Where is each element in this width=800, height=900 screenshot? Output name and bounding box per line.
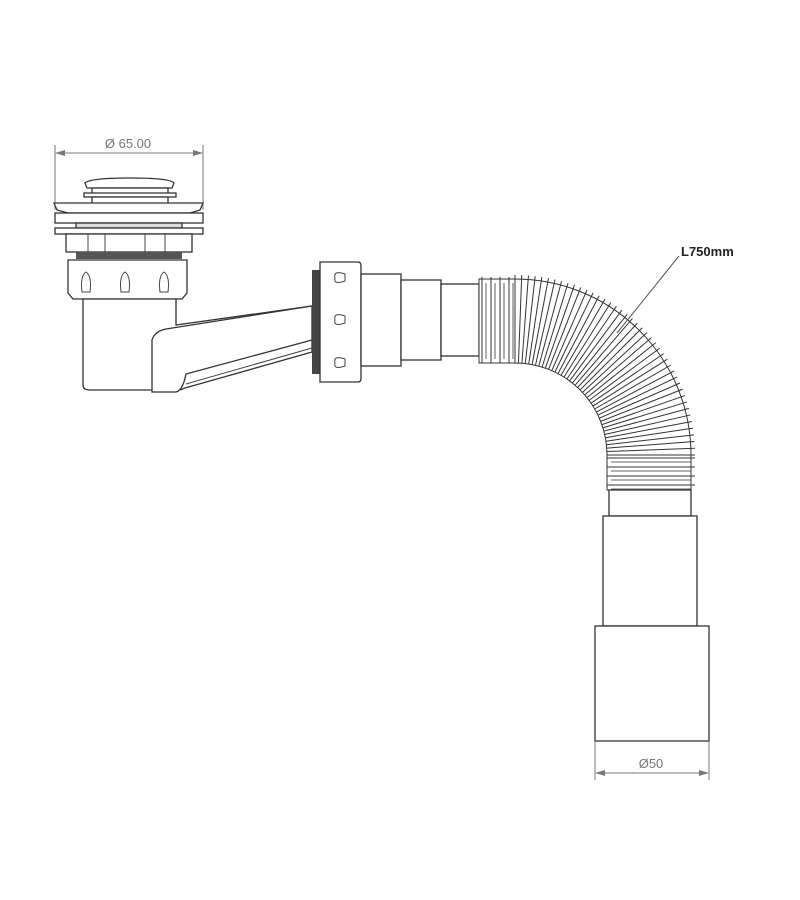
- hose-rib: [569, 309, 623, 382]
- hose-rib: [582, 332, 648, 393]
- hose-rib: [563, 302, 612, 378]
- hose-length-callout: L750mm: [616, 244, 734, 334]
- hose-rib: [557, 295, 600, 374]
- dimension-top-label: Ø 65.00: [105, 136, 151, 151]
- hose-rib: [574, 318, 633, 386]
- hose-rib: [594, 364, 672, 410]
- trap-body: [82, 261, 480, 393]
- hose-rib: [579, 327, 643, 391]
- hose-rib: [592, 358, 668, 407]
- hose-rib: [521, 275, 529, 364]
- hose-rib: [551, 289, 588, 371]
- hose-rib: [605, 427, 694, 442]
- hose-rib: [599, 382, 681, 419]
- hose-rib: [600, 388, 683, 422]
- hose-rib: [571, 313, 628, 384]
- hose-rib: [603, 407, 689, 432]
- hose-rib: [606, 434, 694, 446]
- dimension-bottom-label: Ø50: [639, 756, 664, 771]
- dimension-top: Ø 65.00: [54, 136, 204, 210]
- hose-rib: [584, 337, 652, 396]
- outlet-pipe: [594, 489, 710, 742]
- hose-length-label: L750mm: [681, 244, 734, 259]
- hose-rib: [605, 421, 692, 439]
- hose-rib: [596, 370, 675, 413]
- hose-rib: [586, 342, 657, 399]
- drain-plug: [53, 177, 204, 300]
- hose-rib: [601, 395, 686, 426]
- hose-rib: [538, 281, 563, 367]
- hose-rib: [544, 284, 575, 369]
- hose-rib: [534, 279, 556, 366]
- hose-rib: [604, 414, 691, 436]
- hose-rib: [528, 276, 543, 365]
- hose-rib: [577, 322, 638, 388]
- hose-rib: [588, 347, 661, 401]
- hose-rib: [560, 298, 606, 376]
- corrugated-hose: [478, 275, 695, 491]
- hose-rib: [606, 441, 695, 449]
- dimension-bottom: Ø50: [594, 742, 710, 780]
- hose-rib: [517, 275, 523, 364]
- hose-rib: [566, 305, 617, 380]
- hose-rib: [554, 292, 594, 373]
- hose-rib: [548, 287, 582, 370]
- hose-rib: [541, 282, 569, 368]
- hose-rib: [590, 353, 665, 404]
- hose-rib: [524, 276, 536, 364]
- hose-rib: [602, 401, 688, 429]
- hose-rib: [597, 376, 678, 416]
- hose-rib: [531, 278, 549, 365]
- hose-rib: [606, 447, 695, 453]
